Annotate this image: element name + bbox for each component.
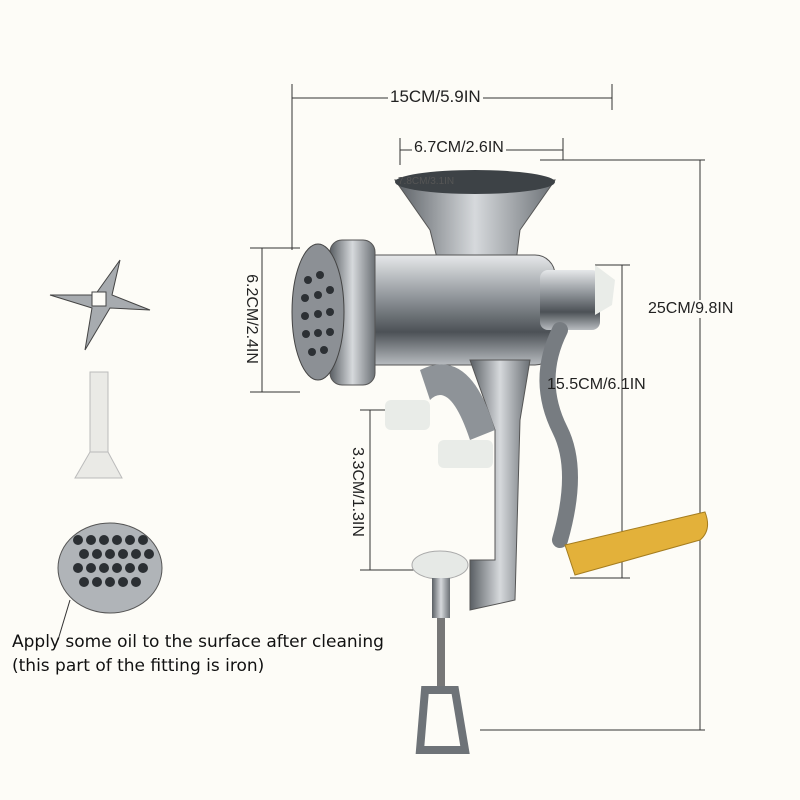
plate-hole xyxy=(125,563,135,573)
plate-hole xyxy=(125,535,135,545)
plate-hole xyxy=(105,577,115,587)
callout-line xyxy=(57,599,71,641)
care-note: Apply some oil to the surface after clea… xyxy=(12,630,384,678)
plate-hole xyxy=(105,549,115,559)
barrel-height-label: 6.2CM/2.4IN xyxy=(242,274,260,364)
plate-hole xyxy=(99,535,109,545)
plate-hole xyxy=(73,563,83,573)
grinding-plate xyxy=(57,522,163,614)
plate-hole xyxy=(86,535,96,545)
plate-hole xyxy=(112,563,122,573)
plate-hole xyxy=(92,577,102,587)
handle-height-label: 15.5CM/6.1IN xyxy=(547,376,646,393)
plate-hole xyxy=(118,577,128,587)
care-note-line1: Apply some oil to the surface after clea… xyxy=(12,632,384,652)
plate-hole xyxy=(144,549,154,559)
plate-hole xyxy=(92,549,102,559)
overall-width-label: 15CM/5.9IN xyxy=(388,87,483,107)
dimension-lines xyxy=(250,84,705,731)
plate-hole xyxy=(118,549,128,559)
plate-hole xyxy=(86,563,96,573)
care-note-line2: (this part of the fitting is iron) xyxy=(12,656,265,676)
plate-hole xyxy=(79,549,89,559)
plate-hole xyxy=(138,535,148,545)
clamp-opening-label: 3.3CM/1.3IN xyxy=(348,447,366,537)
plate-hole xyxy=(131,549,141,559)
plate-hole xyxy=(79,577,89,587)
hopper-inner-label: 7.8CM/3.1IN xyxy=(398,176,455,187)
plate-hole xyxy=(99,563,109,573)
plate-hole xyxy=(73,535,83,545)
plate-hole xyxy=(138,563,148,573)
total-height-label: 25CM/9.8IN xyxy=(646,300,736,318)
plate-hole xyxy=(112,535,122,545)
hopper-width-label: 6.7CM/2.6IN xyxy=(412,139,506,157)
sausage-stuffer-tube xyxy=(74,371,123,479)
plate-hole xyxy=(131,577,141,587)
blade-icon xyxy=(49,259,151,351)
meat-grinder xyxy=(291,170,709,754)
